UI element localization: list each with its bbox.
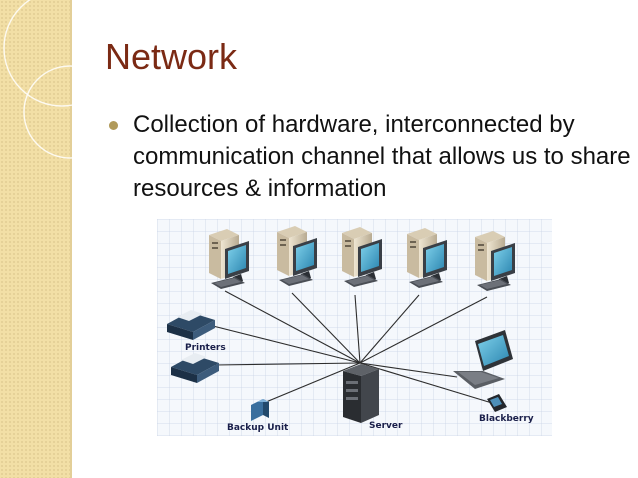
bullet-text: Collection of hardware, interconnected b…: [133, 111, 631, 202]
blackberry-label: Blackberry: [479, 414, 534, 424]
laptop: [453, 330, 513, 389]
printer-2: [171, 353, 219, 383]
slide-title: Network: [105, 36, 238, 77]
server-label: Server: [369, 421, 403, 431]
printers-label: Printers: [185, 343, 226, 353]
network-diagram: Printers Backup Unit Server Blackberry: [157, 219, 552, 436]
bullet-point-marker: [109, 121, 118, 130]
decorative-side-band: [0, 0, 70, 478]
printer-1: [167, 310, 215, 340]
server: [343, 364, 379, 423]
blackberry-device: [487, 394, 507, 412]
side-band-edge: [70, 0, 72, 478]
decorative-circles: [3, 0, 120, 159]
backup-unit: [251, 399, 269, 421]
network-cables: [208, 290, 493, 408]
backup-unit-label: Backup Unit: [227, 423, 289, 433]
